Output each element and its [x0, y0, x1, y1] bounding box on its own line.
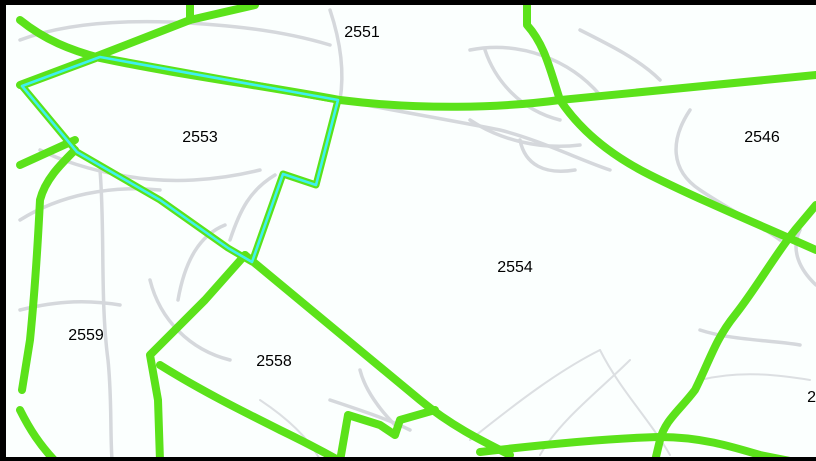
area-label-2553[interactable]: 2553	[182, 129, 218, 146]
road	[338, 98, 612, 172]
boundary-line	[241, 251, 514, 457]
boundary-line	[146, 251, 249, 457]
boundary-line	[156, 361, 342, 457]
road-thin	[469, 349, 601, 441]
road	[468, 118, 582, 149]
area-boundaries	[16, 5, 816, 457]
boundary-line	[336, 406, 439, 457]
area-label-2551[interactable]: 2551	[344, 24, 380, 41]
boundary-line	[336, 71, 816, 111]
selected-area-highlight	[20, 55, 340, 264]
area-label-partial[interactable]: 25	[807, 389, 816, 406]
road	[518, 138, 577, 173]
road	[328, 8, 344, 102]
road	[578, 28, 662, 82]
road	[18, 19, 332, 47]
area-label-2558[interactable]: 2558	[256, 353, 292, 370]
road	[698, 328, 802, 347]
boundary-line	[16, 136, 79, 169]
boundary-line	[476, 433, 791, 457]
road	[483, 48, 562, 122]
boundary-line	[16, 16, 344, 104]
area-labels: 2551 2553 2546 2554 2559 2558 25	[68, 24, 816, 406]
boundary-line	[16, 406, 57, 457]
boundary-line	[18, 146, 79, 394]
road-thin	[259, 399, 320, 457]
boundary-line	[651, 201, 816, 457]
road	[468, 45, 602, 97]
road	[328, 398, 412, 432]
road	[228, 173, 277, 242]
road	[98, 168, 114, 457]
road	[794, 228, 816, 287]
road-network	[18, 8, 816, 457]
selected-area-2553[interactable]	[18, 53, 342, 266]
road	[358, 368, 397, 427]
boundary-line	[523, 5, 816, 254]
road-thin	[699, 373, 811, 381]
road	[176, 223, 227, 302]
area-label-2546[interactable]: 2546	[744, 129, 780, 146]
area-label-2554[interactable]: 2554	[497, 259, 533, 276]
area-label-2559[interactable]: 2559	[68, 327, 104, 344]
